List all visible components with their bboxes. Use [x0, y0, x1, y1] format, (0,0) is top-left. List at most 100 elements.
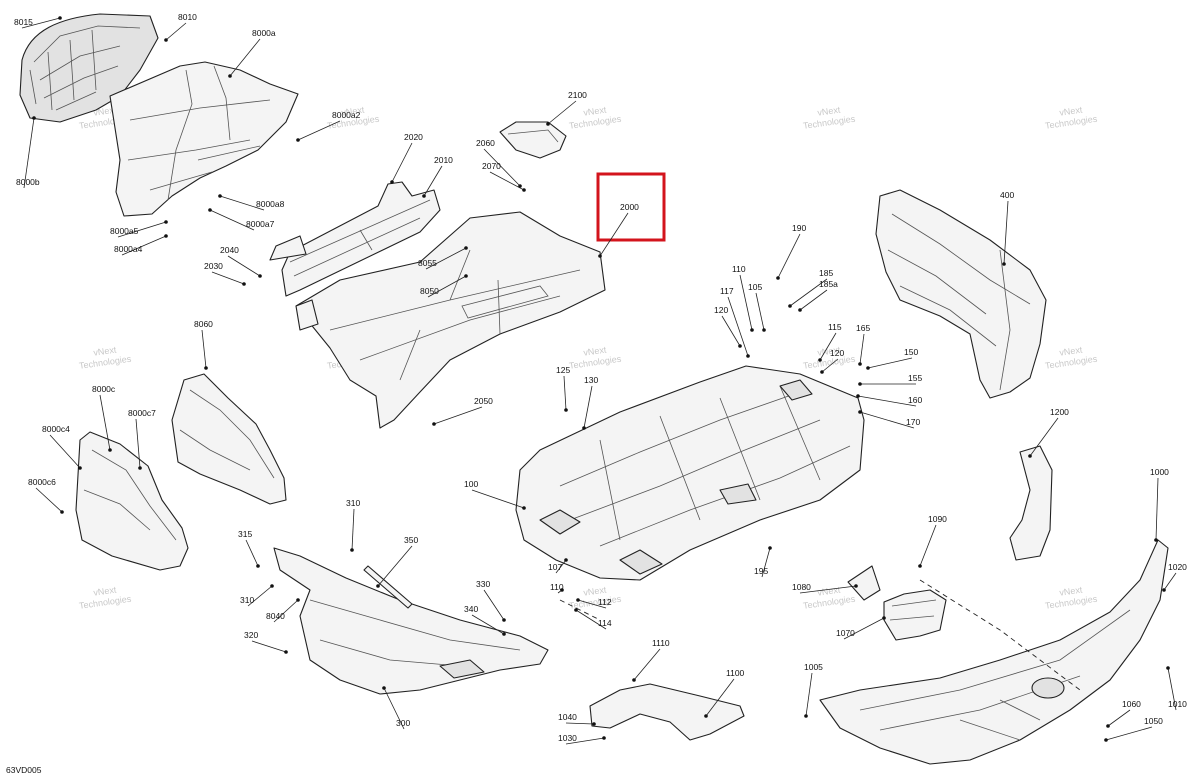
part-label-1070[interactable]: 1070 [836, 628, 855, 638]
part-label-8000a2[interactable]: 8000a2 [332, 110, 361, 120]
part-label-185[interactable]: 185 [819, 268, 833, 278]
fastener-dot [242, 282, 246, 286]
part-label-110[interactable]: 110 [732, 264, 746, 274]
leader-line [721, 315, 741, 347]
leader-line [805, 672, 813, 717]
part-label-1060[interactable]: 1060 [1122, 699, 1141, 709]
part-label-1090[interactable]: 1090 [928, 514, 947, 524]
part-label-8000a[interactable]: 8000a [252, 28, 276, 38]
fastener-dot [228, 74, 232, 78]
part-label-1020[interactable]: 1020 [1168, 562, 1187, 572]
part-label-100[interactable]: 100 [464, 479, 478, 489]
part-label-400[interactable]: 400 [1000, 190, 1014, 200]
part-label-2010[interactable]: 2010 [434, 155, 453, 165]
part-label-2100[interactable]: 2100 [568, 90, 587, 100]
watermark-text: Technologies [1044, 114, 1098, 131]
leader-line [483, 589, 505, 621]
part-label-8000a8[interactable]: 8000a8 [256, 199, 285, 209]
part-label-120[interactable]: 120 [714, 305, 728, 315]
part-label-120[interactable]: 120 [830, 348, 844, 358]
part-label-350[interactable]: 350 [404, 535, 418, 545]
fastener-dot [1166, 666, 1170, 670]
part-label-1005[interactable]: 1005 [804, 662, 823, 672]
part-label-1010[interactable]: 1010 [1168, 699, 1187, 709]
part-label-170[interactable]: 170 [906, 417, 920, 427]
part-label-185a[interactable]: 185a [819, 279, 838, 289]
part-label-1050[interactable]: 1050 [1144, 716, 1163, 726]
part-label-8000a5[interactable]: 8000a5 [110, 226, 139, 236]
part-label-155[interactable]: 155 [908, 373, 922, 383]
leader-line [219, 195, 265, 211]
part-label-114[interactable]: 114 [598, 618, 612, 628]
leader-line [21, 17, 61, 29]
part-label-190[interactable]: 190 [792, 223, 806, 233]
part-label-340[interactable]: 340 [464, 604, 478, 614]
part-label-1080[interactable]: 1080 [792, 582, 811, 592]
watermark-text: Technologies [568, 354, 622, 371]
part-label-2050[interactable]: 2050 [474, 396, 493, 406]
fastener-dot [296, 138, 300, 142]
part-label-117[interactable]: 117 [720, 286, 734, 296]
leader-line [351, 508, 355, 551]
part-label-125[interactable]: 125 [556, 365, 570, 375]
part-label-8040[interactable]: 8040 [266, 611, 285, 621]
leader-line [1107, 709, 1131, 727]
part-label-2030[interactable]: 2030 [204, 261, 223, 271]
part-label-320[interactable]: 320 [244, 630, 258, 640]
part-label-8000b[interactable]: 8000b [16, 177, 40, 187]
part-label-8000a4[interactable]: 8000a4 [114, 244, 143, 254]
part-1200-trim [1009, 445, 1053, 561]
part-label-8015[interactable]: 8015 [14, 17, 33, 27]
part-label-8000a7[interactable]: 8000a7 [246, 219, 275, 229]
part-label-110[interactable]: 110 [550, 582, 564, 592]
fastener-dot [866, 366, 870, 370]
part-label-8000c[interactable]: 8000c [92, 384, 116, 394]
leader-line [919, 524, 937, 567]
part-label-150[interactable]: 150 [904, 347, 918, 357]
part-label-165[interactable]: 165 [856, 323, 870, 333]
part-label-310[interactable]: 310 [346, 498, 360, 508]
part-label-115[interactable]: 115 [828, 322, 842, 332]
fastener-dot [376, 584, 380, 588]
fastener-dot [464, 246, 468, 250]
part-label-2070[interactable]: 2070 [482, 161, 501, 171]
part-label-107[interactable]: 107 [548, 562, 562, 572]
part-label-160[interactable]: 160 [908, 395, 922, 405]
part-label-112[interactable]: 112 [598, 597, 612, 607]
leader-line [547, 100, 577, 125]
part-label-1000[interactable]: 1000 [1150, 467, 1169, 477]
part-label-8000c7[interactable]: 8000c7 [128, 408, 156, 418]
part-label-195[interactable]: 195 [754, 566, 768, 576]
part-label-2020[interactable]: 2020 [404, 132, 423, 142]
part-label-8055[interactable]: 8055 [418, 258, 437, 268]
fastener-dot [1028, 454, 1032, 458]
leader-line [35, 487, 63, 513]
part-label-1110[interactable]: 1110 [652, 638, 670, 648]
fastener-dot [78, 466, 82, 470]
part-label-130[interactable]: 130 [584, 375, 598, 385]
fastener-dot [1154, 538, 1158, 542]
leader-line [1163, 572, 1177, 591]
part-label-330[interactable]: 330 [476, 579, 490, 589]
part-label-8050[interactable]: 8050 [420, 286, 439, 296]
part-label-2000[interactable]: 2000 [620, 202, 639, 212]
part-label-2060[interactable]: 2060 [476, 138, 495, 148]
part-label-8000c4[interactable]: 8000c4 [42, 424, 70, 434]
part-label-1040[interactable]: 1040 [558, 712, 577, 722]
leader-line [229, 38, 261, 77]
part-label-1200[interactable]: 1200 [1050, 407, 1069, 417]
part-label-2040[interactable]: 2040 [220, 245, 239, 255]
part-8060-side-panel [171, 373, 287, 505]
part-label-310[interactable]: 310 [240, 595, 254, 605]
part-label-315[interactable]: 315 [238, 529, 252, 539]
part-label-1100[interactable]: 1100 [726, 668, 745, 678]
part-label-1030[interactable]: 1030 [558, 733, 577, 743]
part-label-300[interactable]: 300 [396, 718, 410, 728]
part-label-8010[interactable]: 8010 [178, 12, 197, 22]
fastener-dot [704, 714, 708, 718]
part-label-8000c6[interactable]: 8000c6 [28, 477, 56, 487]
part-label-8060[interactable]: 8060 [194, 319, 213, 329]
assembly-dash-lines [559, 579, 1081, 691]
part-1070-1080-brackets [847, 565, 947, 641]
part-label-105[interactable]: 105 [748, 282, 762, 292]
